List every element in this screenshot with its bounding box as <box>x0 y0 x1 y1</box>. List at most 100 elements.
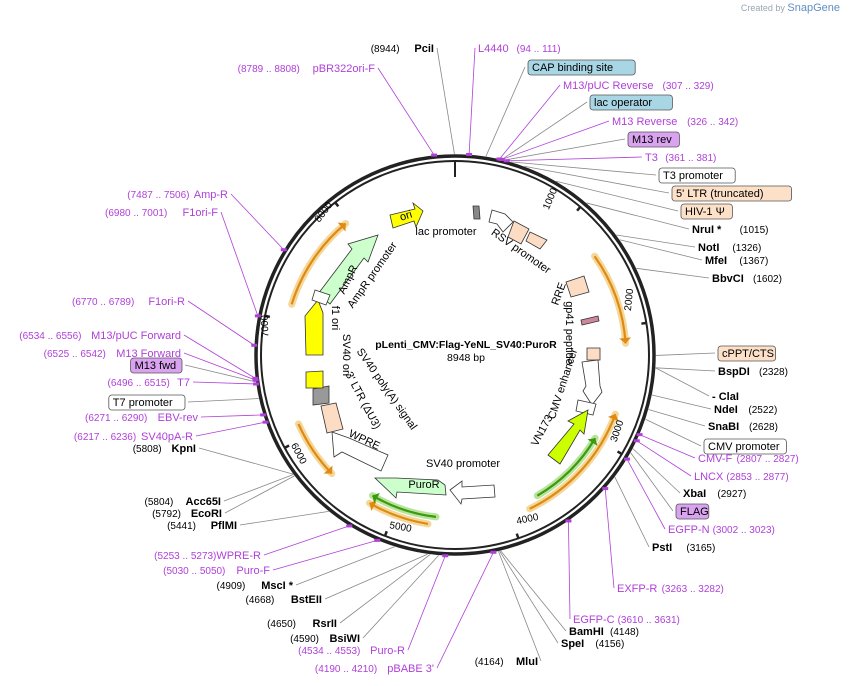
site-cppt-cts[interactable]: cPPT/CTS <box>717 345 776 362</box>
site-cap-binding-site[interactable]: CAP binding site <box>527 59 636 76</box>
site-t7-promoter[interactable]: T7 promoter <box>108 394 186 411</box>
feature-arc[interactable] <box>529 413 617 510</box>
site-acc65i[interactable]: Acc65I(5804) <box>144 496 221 508</box>
site-bbvci[interactable]: BbvCI(1602) <box>712 273 782 285</box>
site-kpni[interactable]: KpnI(5808) <box>133 443 196 455</box>
cmv-enhancer-arrow[interactable] <box>581 359 603 406</box>
site-wpre-r[interactable]: WPRE-R(5253 .. 5273) <box>154 550 261 562</box>
site-name: BbvCI <box>712 273 744 285</box>
vn173-arrow[interactable] <box>547 409 589 465</box>
ampr-promoter-block[interactable] <box>311 289 331 306</box>
site-name: - ClaI <box>712 391 739 403</box>
site-mfei[interactable]: MfeI(1367) <box>705 255 768 267</box>
site-m13-rev[interactable]: M13 rev <box>627 131 680 148</box>
site-amp-r[interactable]: Amp-R(7487 .. 7506) <box>127 189 228 201</box>
site-sv40pa-r[interactable]: SV40pA-R(6217 .. 6236) <box>74 431 193 443</box>
site-m13-fwd[interactable]: M13 fwd <box>130 357 183 374</box>
site-m13-forward[interactable]: M13 Forward(6525 .. 6542) <box>44 348 181 360</box>
site-ndei[interactable]: NdeI(2522) <box>714 404 777 416</box>
feature-arc-arrowhead <box>607 414 620 422</box>
site-puro-r[interactable]: Puro-R(4534 .. 4553) <box>298 645 405 657</box>
sv40-polya-block[interactable] <box>312 385 330 406</box>
site-ebv-rev[interactable]: EBV-rev(6271 .. 6290) <box>85 412 198 424</box>
site-t7[interactable]: T7(6496 .. 6515) <box>108 377 190 389</box>
site-bsteii[interactable]: BstEII(4668) <box>245 594 322 606</box>
boxed-label-bg <box>658 167 736 184</box>
site-clai[interactable]: - ClaI <box>712 391 739 403</box>
feature-arc[interactable] <box>536 437 597 497</box>
site-l4440[interactable]: L4440(94 .. 111) <box>478 43 561 55</box>
site-t3-promoter[interactable]: T3 promoter <box>658 167 736 184</box>
ori-arrow[interactable] <box>389 201 424 229</box>
site-m13-puc-reverse[interactable]: M13/pUC Reverse(307 .. 329) <box>563 80 714 92</box>
sv40-promoter-arrow[interactable] <box>449 480 496 505</box>
site-egfp-c[interactable]: EGFP-C(3610 .. 3631) <box>573 614 680 626</box>
f1-ori-arrow[interactable] <box>304 299 324 356</box>
site-rsrii[interactable]: RsrII(4650) <box>267 618 337 630</box>
site-bamhi[interactable]: BamHI(4148) <box>569 626 639 638</box>
rre-block[interactable] <box>565 275 590 298</box>
leader-line <box>407 555 446 651</box>
site-pbr322ori-f[interactable]: pBR322ori-F(8789 .. 8808) <box>238 63 376 75</box>
site-hiv-1[interactable]: HIV-1 Ψ <box>680 203 733 220</box>
puror-arrow[interactable] <box>374 477 447 499</box>
site-cmv-promoter[interactable]: CMV promoter <box>703 438 787 455</box>
site-egfp-n[interactable]: EGFP-N(3002 .. 3023) <box>668 524 775 536</box>
boxed-label-text: T7 promoter <box>113 397 173 409</box>
site-cmv-f[interactable]: CMV-F(2807 .. 2827) <box>698 453 799 465</box>
cpptcts-block[interactable] <box>586 347 601 361</box>
site-ecori[interactable]: EcoRI(5792) <box>152 508 222 520</box>
site-m13-puc-forward[interactable]: M13/pUC Forward(6534 .. 6556) <box>19 330 181 342</box>
site-t3[interactable]: T3(361 .. 381) <box>645 152 716 164</box>
site-name: RsrII <box>313 618 337 630</box>
site-mlui[interactable]: MluI(4164) <box>475 656 538 668</box>
lac-promoter-block[interactable] <box>472 205 481 220</box>
site-flag[interactable]: FLAG <box>675 503 710 520</box>
site-position: (4909) <box>216 581 245 592</box>
site-spei[interactable]: SpeI(4156) <box>561 638 624 650</box>
gp41-block[interactable] <box>580 315 600 326</box>
site-lac-operator[interactable]: lac operator <box>589 94 673 111</box>
site-name: NotI <box>698 242 719 254</box>
site-noti[interactable]: NotI(1326) <box>698 242 761 254</box>
ltr3-block[interactable] <box>320 402 344 434</box>
site-msci[interactable]: MscI *(4909) <box>216 580 293 592</box>
site-f1ori-r[interactable]: F1ori-R(6770 .. 6789) <box>72 296 185 308</box>
bp-tick <box>515 533 520 539</box>
site-pcii[interactable]: PciI(8944) <box>371 43 434 55</box>
site-bspdi[interactable]: BspDI(2328) <box>718 366 788 378</box>
leader-line <box>614 476 650 548</box>
primer-site-mark <box>602 487 609 491</box>
rsv-promoter-arrow[interactable] <box>488 209 514 233</box>
feature-arc[interactable] <box>290 222 347 305</box>
site-position: (326 .. 342) <box>687 117 738 128</box>
site-bsiwi[interactable]: BsiWI(4590) <box>290 633 360 645</box>
bp-tick <box>284 444 290 449</box>
leader-line <box>436 552 494 669</box>
cmv-promoter-arrow[interactable] <box>575 399 597 416</box>
site-pbabe-3[interactable]: pBABE 3'(4190 .. 4210) <box>315 663 434 675</box>
feature-arc[interactable] <box>593 255 627 344</box>
site-xbai[interactable]: XbaI(2927) <box>683 488 746 500</box>
feature-label-puror: PuroR <box>408 479 439 491</box>
ampr-arrow[interactable] <box>317 234 379 305</box>
leader-line <box>636 440 692 477</box>
site-psti[interactable]: PstI(3165) <box>652 542 715 554</box>
site-pflmi[interactable]: PflMI(5441) <box>167 520 237 532</box>
sv40-ori-block[interactable] <box>305 370 324 389</box>
leader-line <box>648 409 706 427</box>
five-ltr-block[interactable] <box>507 220 530 245</box>
site-position: (3165) <box>686 543 715 554</box>
site-exfp-r[interactable]: EXFP-R(3263 .. 3282) <box>617 583 724 595</box>
site-puro-f[interactable]: Puro-F(5030 .. 5050) <box>163 565 270 577</box>
site-nrui[interactable]: NruI *(1015) <box>692 224 769 236</box>
wpre-arrow[interactable] <box>331 431 389 472</box>
site-f1ori-f[interactable]: F1ori-F(6980 .. 7001) <box>105 207 218 219</box>
site-m13-reverse[interactable]: M13 Reverse(326 .. 342) <box>612 116 738 128</box>
site-name: WPRE-R <box>216 550 261 562</box>
site-5-ltr-truncated[interactable]: 5' LTR (truncated) <box>671 185 792 202</box>
site-lncx[interactable]: LNCX(2853 .. 2877) <box>694 471 789 483</box>
hiv-psi-block[interactable] <box>525 231 548 250</box>
site-snabi[interactable]: SnaBI(2628) <box>708 421 778 433</box>
